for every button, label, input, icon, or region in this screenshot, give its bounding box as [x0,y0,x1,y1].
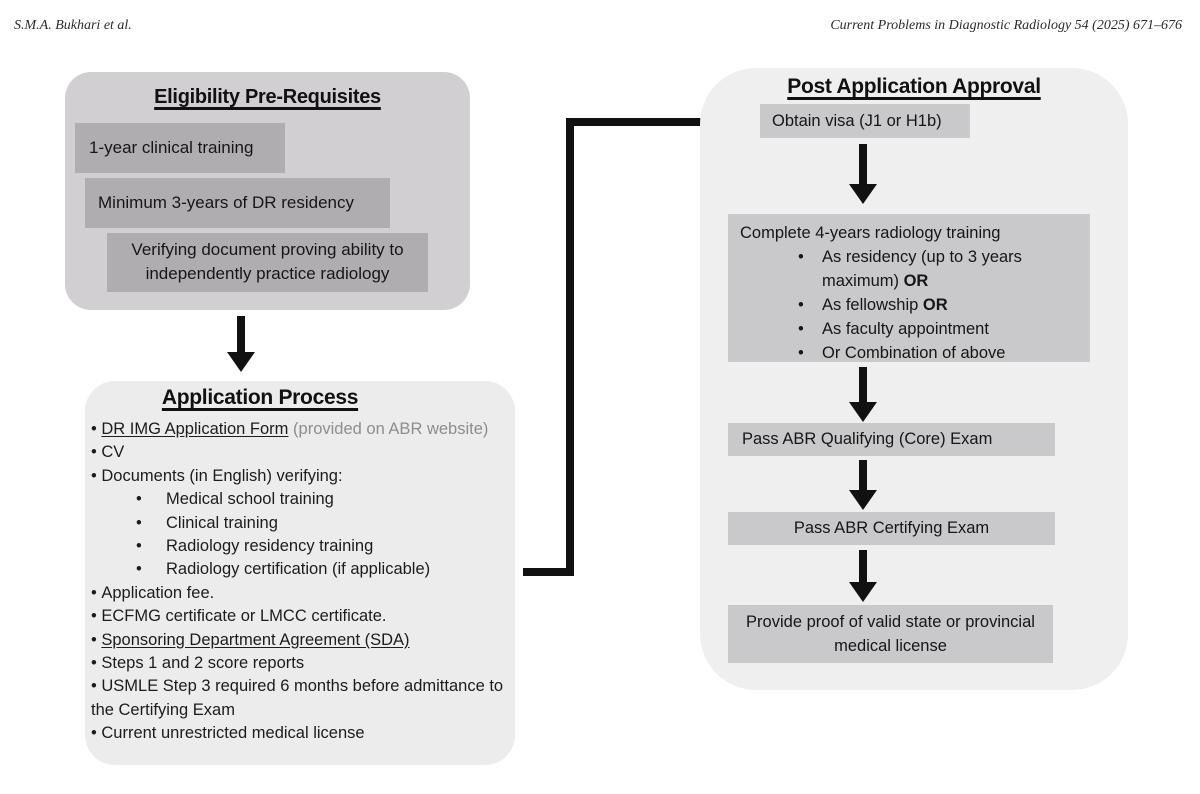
arrow-shaft [859,367,867,402]
application-form-link-text: DR IMG Application Form [101,420,289,438]
option-text: As faculty appointment [822,320,989,338]
application-process-list: DR IMG Application Form (provided on ABR… [91,418,510,746]
list-item-usmle-step3: USMLE Step 3 required 6 months before ad… [91,675,510,722]
arrow-head-icon [227,352,255,372]
option-text: Or Combination of above [822,344,1006,362]
connector-segment-bottom [523,568,574,576]
list-item-application-form: DR IMG Application Form (provided on ABR… [91,418,510,441]
arrow-head-icon [849,490,877,510]
step-complete-training: Complete 4-years radiology training As r… [728,214,1090,365]
arrow-shaft [859,550,867,582]
eligibility-item-verifying-document: Verifying document proving ability to in… [107,233,428,292]
step-obtain-visa: Obtain visa (J1 or H1b) [760,104,970,138]
list-item-radiology-certification: Radiology certification (if applicable) [91,558,510,582]
arrow-shaft [237,316,245,352]
step-qualifying-exam: Pass ABR Qualifying (Core) Exam [728,423,1055,456]
training-option-residency: As residency (up to 3 years maximum) OR [736,245,1082,293]
arrow-shaft [859,144,867,184]
application-process-title: Application Process [161,386,359,409]
connector-segment-vertical [566,118,574,576]
eligibility-title: Eligibility Pre-Requisites [154,86,381,108]
option-text: As fellowship [822,296,919,314]
list-item-sda: Sponsoring Department Agreement (SDA) [91,629,510,652]
journal-header: Current Problems in Diagnostic Radiology… [830,18,1182,33]
connector-segment-top [574,118,702,126]
author-header: S.M.A. Bukhari et al. [14,18,132,33]
post-application-title: Post Application Approval [787,75,1041,98]
application-form-note: (provided on ABR website) [293,420,489,438]
arrow-head-icon [849,184,877,204]
list-item-application-fee: Application fee. [91,582,510,605]
arrow-head-icon [849,582,877,602]
list-item-ecfmg-lmcc: ECFMG certificate or LMCC certificate. [91,605,510,628]
post-application-panel: Post Application Approval Obtain visa (J… [700,68,1128,690]
step-certifying-exam: Pass ABR Certifying Exam [728,512,1055,545]
list-item-documents-verifying: Documents (in English) verifying: [91,465,510,488]
training-option-faculty: As faculty appointment [736,317,1082,341]
sda-link-text: Sponsoring Department Agreement (SDA) [101,630,410,649]
option-text: As residency (up to 3 years maximum) [822,248,1022,290]
eligibility-panel: Eligibility Pre-Requisites 1-year clinic… [65,72,470,310]
list-item-cv: CV [91,441,510,464]
arrow-shaft [859,460,867,490]
list-item-radiology-residency-training: Radiology residency training [91,535,510,559]
step-medical-license-proof: Provide proof of valid state or provinci… [728,605,1053,663]
eligibility-item-dr-residency: Minimum 3-years of DR residency [85,178,390,228]
list-item-clinical-training: Clinical training [91,512,510,536]
application-process-panel: Application Process DR IMG Application F… [85,381,515,765]
training-option-fellowship: As fellowship OR [736,293,1082,317]
training-option-combination: Or Combination of above [736,341,1082,365]
list-item-step-scores: Steps 1 and 2 score reports [91,652,510,675]
arrow-head-icon [849,402,877,422]
list-item-medical-license: Current unrestricted medical license [91,722,510,745]
training-title: Complete 4-years radiology training [740,224,1001,242]
list-item-medical-school-training: Medical school training [91,488,510,512]
eligibility-item-clinical-training: 1-year clinical training [75,123,285,173]
option-or: OR [922,296,948,314]
option-or: OR [903,272,929,290]
